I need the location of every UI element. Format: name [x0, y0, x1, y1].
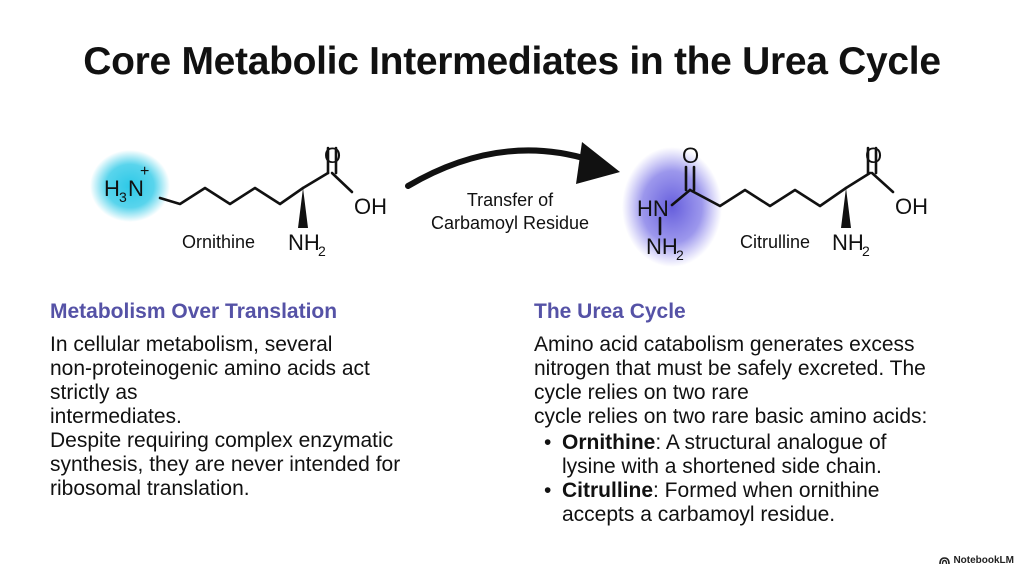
transfer-arrow: [405, 147, 593, 189]
ornithine-hydroxyl: OH: [354, 194, 387, 219]
arrow-label-line2: Carbamoyl Residue: [431, 213, 589, 233]
bullet-term: Citrulline: [562, 479, 654, 502]
amino-acid-list: • Ornithine: A structural analogue of ly…: [534, 431, 984, 527]
ornithine-amine-sub: 3: [119, 189, 127, 205]
ornithine-carbonyl-o: O: [324, 143, 341, 168]
right-line: nitrogen that must be safely excreted. T…: [534, 357, 926, 380]
citrulline-nh-sub: 2: [676, 247, 684, 263]
reaction-diagram: H 3 N + O OH Ornithine NH 2 Transfer of …: [90, 142, 928, 267]
ornithine-amine-highlight: [90, 150, 170, 222]
transfer-arrow-head: [576, 142, 620, 184]
left-line: ribosomal translation.: [50, 477, 250, 500]
citrulline-carbamoyl-highlight: [622, 147, 722, 267]
right-line: Amino acid catabolism generates excess: [534, 333, 915, 356]
citrulline-carbonyl-o: O: [865, 143, 882, 168]
ornithine-alpha-sub: 2: [318, 243, 326, 259]
citrulline-nh: NH: [646, 234, 678, 259]
ornithine-alpha-n: NH: [288, 230, 320, 255]
citrulline-alpha-n: NH: [832, 230, 864, 255]
ornithine-amine-n: N: [128, 176, 144, 201]
brand-watermark: NotebookLM: [939, 555, 1014, 566]
citrulline-structure: [658, 146, 895, 236]
bullet-text: : A structural analogue of: [655, 431, 887, 454]
left-line: intermediates.: [50, 405, 182, 428]
left-heading: Metabolism Over Translation: [50, 300, 338, 323]
left-line: strictly as: [50, 381, 138, 404]
citrulline-hydroxyl: OH: [895, 194, 928, 219]
citrulline-wedge: [841, 188, 851, 228]
right-line: cycle relies on two rare: [534, 381, 749, 404]
bullet-icon: •: [544, 479, 552, 502]
left-line: synthesis, they are never intended for: [50, 453, 401, 476]
ornithine-structure: [158, 146, 354, 206]
citrulline-carbonyl-o-left: O: [682, 143, 699, 168]
left-line: Despite requiring complex enzymatic: [50, 429, 394, 452]
bullet-icon: •: [544, 431, 552, 454]
bullet-text: : Formed when ornithine: [653, 479, 880, 502]
right-heading: The Urea Cycle: [534, 300, 686, 323]
left-body: In cellular metabolism, several non-prot…: [50, 333, 490, 501]
left-line: In cellular metabolism, several: [50, 333, 333, 356]
list-item: • Citrulline: Formed when ornithine acce…: [534, 479, 984, 527]
right-line: cycle relies on two rare basic amino aci…: [534, 405, 928, 428]
brand-name: NotebookLM: [953, 555, 1014, 566]
ornithine-name: Ornithine: [182, 232, 255, 252]
left-line: non-proteinogenic amino acids act: [50, 357, 370, 380]
right-column: The Urea Cycle Amino acid catabolism gen…: [534, 300, 984, 527]
bullet-term: Ornithine: [562, 431, 656, 454]
bullet-text-cont: lysine with a shortened side chain.: [562, 455, 882, 478]
ornithine-amine-h: H: [104, 176, 120, 201]
ornithine-wedge: [298, 188, 308, 228]
list-item: • Ornithine: A structural analogue of ly…: [534, 431, 984, 479]
citrulline-alpha-sub: 2: [862, 243, 870, 259]
citrulline-name: Citrulline: [740, 232, 810, 252]
right-body: Amino acid catabolism generates excess n…: [534, 333, 984, 429]
notebooklm-logo-icon: [939, 557, 951, 565]
page-title: Core Metabolic Intermediates in the Urea…: [83, 40, 941, 83]
left-column: Metabolism Over Translation In cellular …: [50, 300, 490, 501]
bullet-text-cont: accepts a carbamoyl residue.: [562, 503, 836, 526]
ornithine-amine-charge: +: [140, 163, 149, 180]
citrulline-hn: HN: [637, 196, 669, 221]
arrow-label-line1: Transfer of: [467, 190, 554, 210]
